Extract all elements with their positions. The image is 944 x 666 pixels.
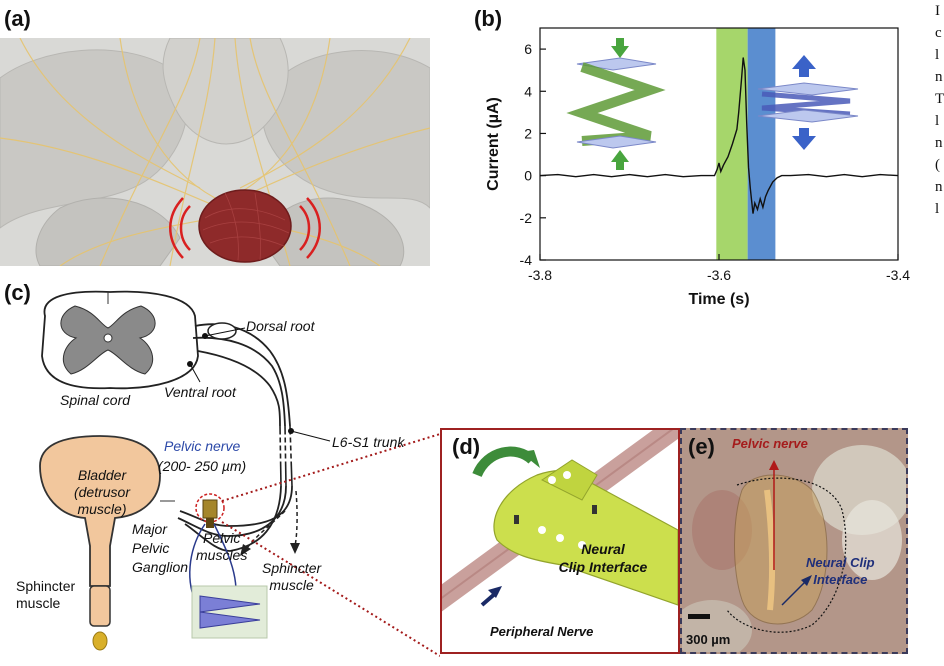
caption-char: n [935, 135, 943, 151]
arrow-down-icon [611, 38, 629, 58]
arrow-down-icon [792, 128, 816, 150]
neural-clip-line-2: Clip Interface [558, 559, 648, 575]
caption-char: n [935, 179, 943, 195]
label-peripheral-nerve: Peripheral Nerve [490, 624, 594, 639]
label-e-neural-clip: Neural Clip Interface [806, 554, 875, 588]
arrow-up-icon [792, 55, 816, 77]
bladder-line-3: muscle) [77, 501, 127, 517]
e-clip-line-2: Interface [813, 572, 868, 587]
ganglion-line-3: Ganglion [132, 559, 189, 575]
bottom-plate-icon [576, 135, 657, 149]
label-e-pelvic-nerve: Pelvic nerve [732, 436, 808, 451]
cut-off-caption: I c l n T l n ( n l [935, 0, 944, 220]
bladder-line-2: (detrusor [73, 484, 131, 500]
caption-char: ( [935, 157, 940, 173]
panel-d [440, 428, 680, 654]
label-pelvic-muscles: Pelvic muscles [196, 530, 247, 564]
y-tick-label: 6 [524, 41, 532, 57]
ganglion-line-2: Pelvic [132, 540, 170, 556]
shaded-region [747, 28, 776, 260]
chart-xlabel: Time (s) [688, 291, 749, 308]
anatomy-diagram [39, 290, 440, 657]
panel-a-label: (a) [4, 6, 31, 31]
y-tick-label: 4 [524, 83, 532, 99]
bladder-icon [198, 189, 292, 263]
panel-b-label: (b) [474, 6, 503, 31]
x-tick-label: -3.6 [707, 267, 731, 283]
bladder-line-1: Bladder [77, 467, 127, 483]
label-sphincter-muscle-left: Sphincter muscle [16, 578, 75, 612]
panel-a [0, 37, 431, 267]
caption-char: n [935, 69, 943, 85]
y-tick-label: 0 [524, 168, 532, 184]
y-tick-label: -2 [520, 210, 533, 226]
pelvic-muscles-line-2: muscles [196, 547, 248, 563]
micrograph-photo [682, 430, 906, 652]
label-neural-clip: Neural Clip Interface [548, 540, 658, 576]
current-series-line [539, 57, 899, 214]
panel-e [680, 428, 908, 654]
panel-d-label: (d) [452, 434, 481, 459]
label-ventral-root: Ventral root [164, 384, 236, 400]
panel-e-label: (e) [688, 434, 715, 459]
chart-ylabel: Current (µA) [485, 97, 502, 191]
pelvis-illustration [0, 37, 431, 267]
x-tick-label: -3.8 [528, 267, 552, 283]
label-dorsal-root: Dorsal root [246, 318, 315, 334]
caption-char: T [935, 91, 944, 107]
bladder-diagram-icon [39, 435, 161, 587]
e-clip-line-1: Neural Clip [806, 555, 875, 570]
scale-bar-label: 300 µm [686, 632, 731, 647]
caption-char: l [935, 201, 940, 217]
label-trunk: L6-S1 trunk [332, 434, 405, 450]
panel-c-label: (c) [4, 280, 31, 305]
neural-clip-render [442, 430, 678, 612]
label-spinal-cord: Spinal cord [60, 392, 131, 408]
sphincter-left-line-1: Sphincter [16, 578, 76, 594]
label-nerve-size: (200- 250 µm) [158, 458, 247, 474]
top-plate-icon [757, 82, 859, 96]
x-tick-label: -3.4 [886, 267, 910, 283]
y-tick-label: 2 [524, 125, 532, 141]
y-tick-label: -4 [520, 252, 533, 268]
ganglion-line-1: Major [132, 521, 168, 537]
arrow-up-icon [611, 150, 629, 170]
sphincter-right-line-1: Sphincter [262, 560, 322, 576]
caption-char: l [935, 113, 940, 129]
sphincter-left-line-2: muscle [16, 595, 61, 611]
caption-char: I [935, 3, 940, 19]
label-bladder: Bladder (detrusor muscle) [62, 467, 142, 518]
label-major-pelvic-ganglion: Major Pelvic Ganglion [132, 520, 188, 577]
current-chart: -3.8 -3.6 -3.4 -4 -2 0 2 4 6 Time (s) Current (µ… [485, 27, 910, 308]
caption-char: l [935, 47, 940, 63]
sphincter-right-line-2: muscle [269, 577, 314, 593]
caption-char: c [935, 25, 942, 41]
label-pelvic-nerve: Pelvic nerve [164, 438, 241, 454]
spring-icon [566, 62, 666, 146]
label-sphincter-muscle-right: Sphincter muscle [262, 560, 321, 594]
pelvic-muscles-line-1: Pelvic [203, 530, 241, 546]
bottom-plate-icon [757, 109, 859, 123]
neural-clip-line-1: Neural [581, 541, 625, 557]
